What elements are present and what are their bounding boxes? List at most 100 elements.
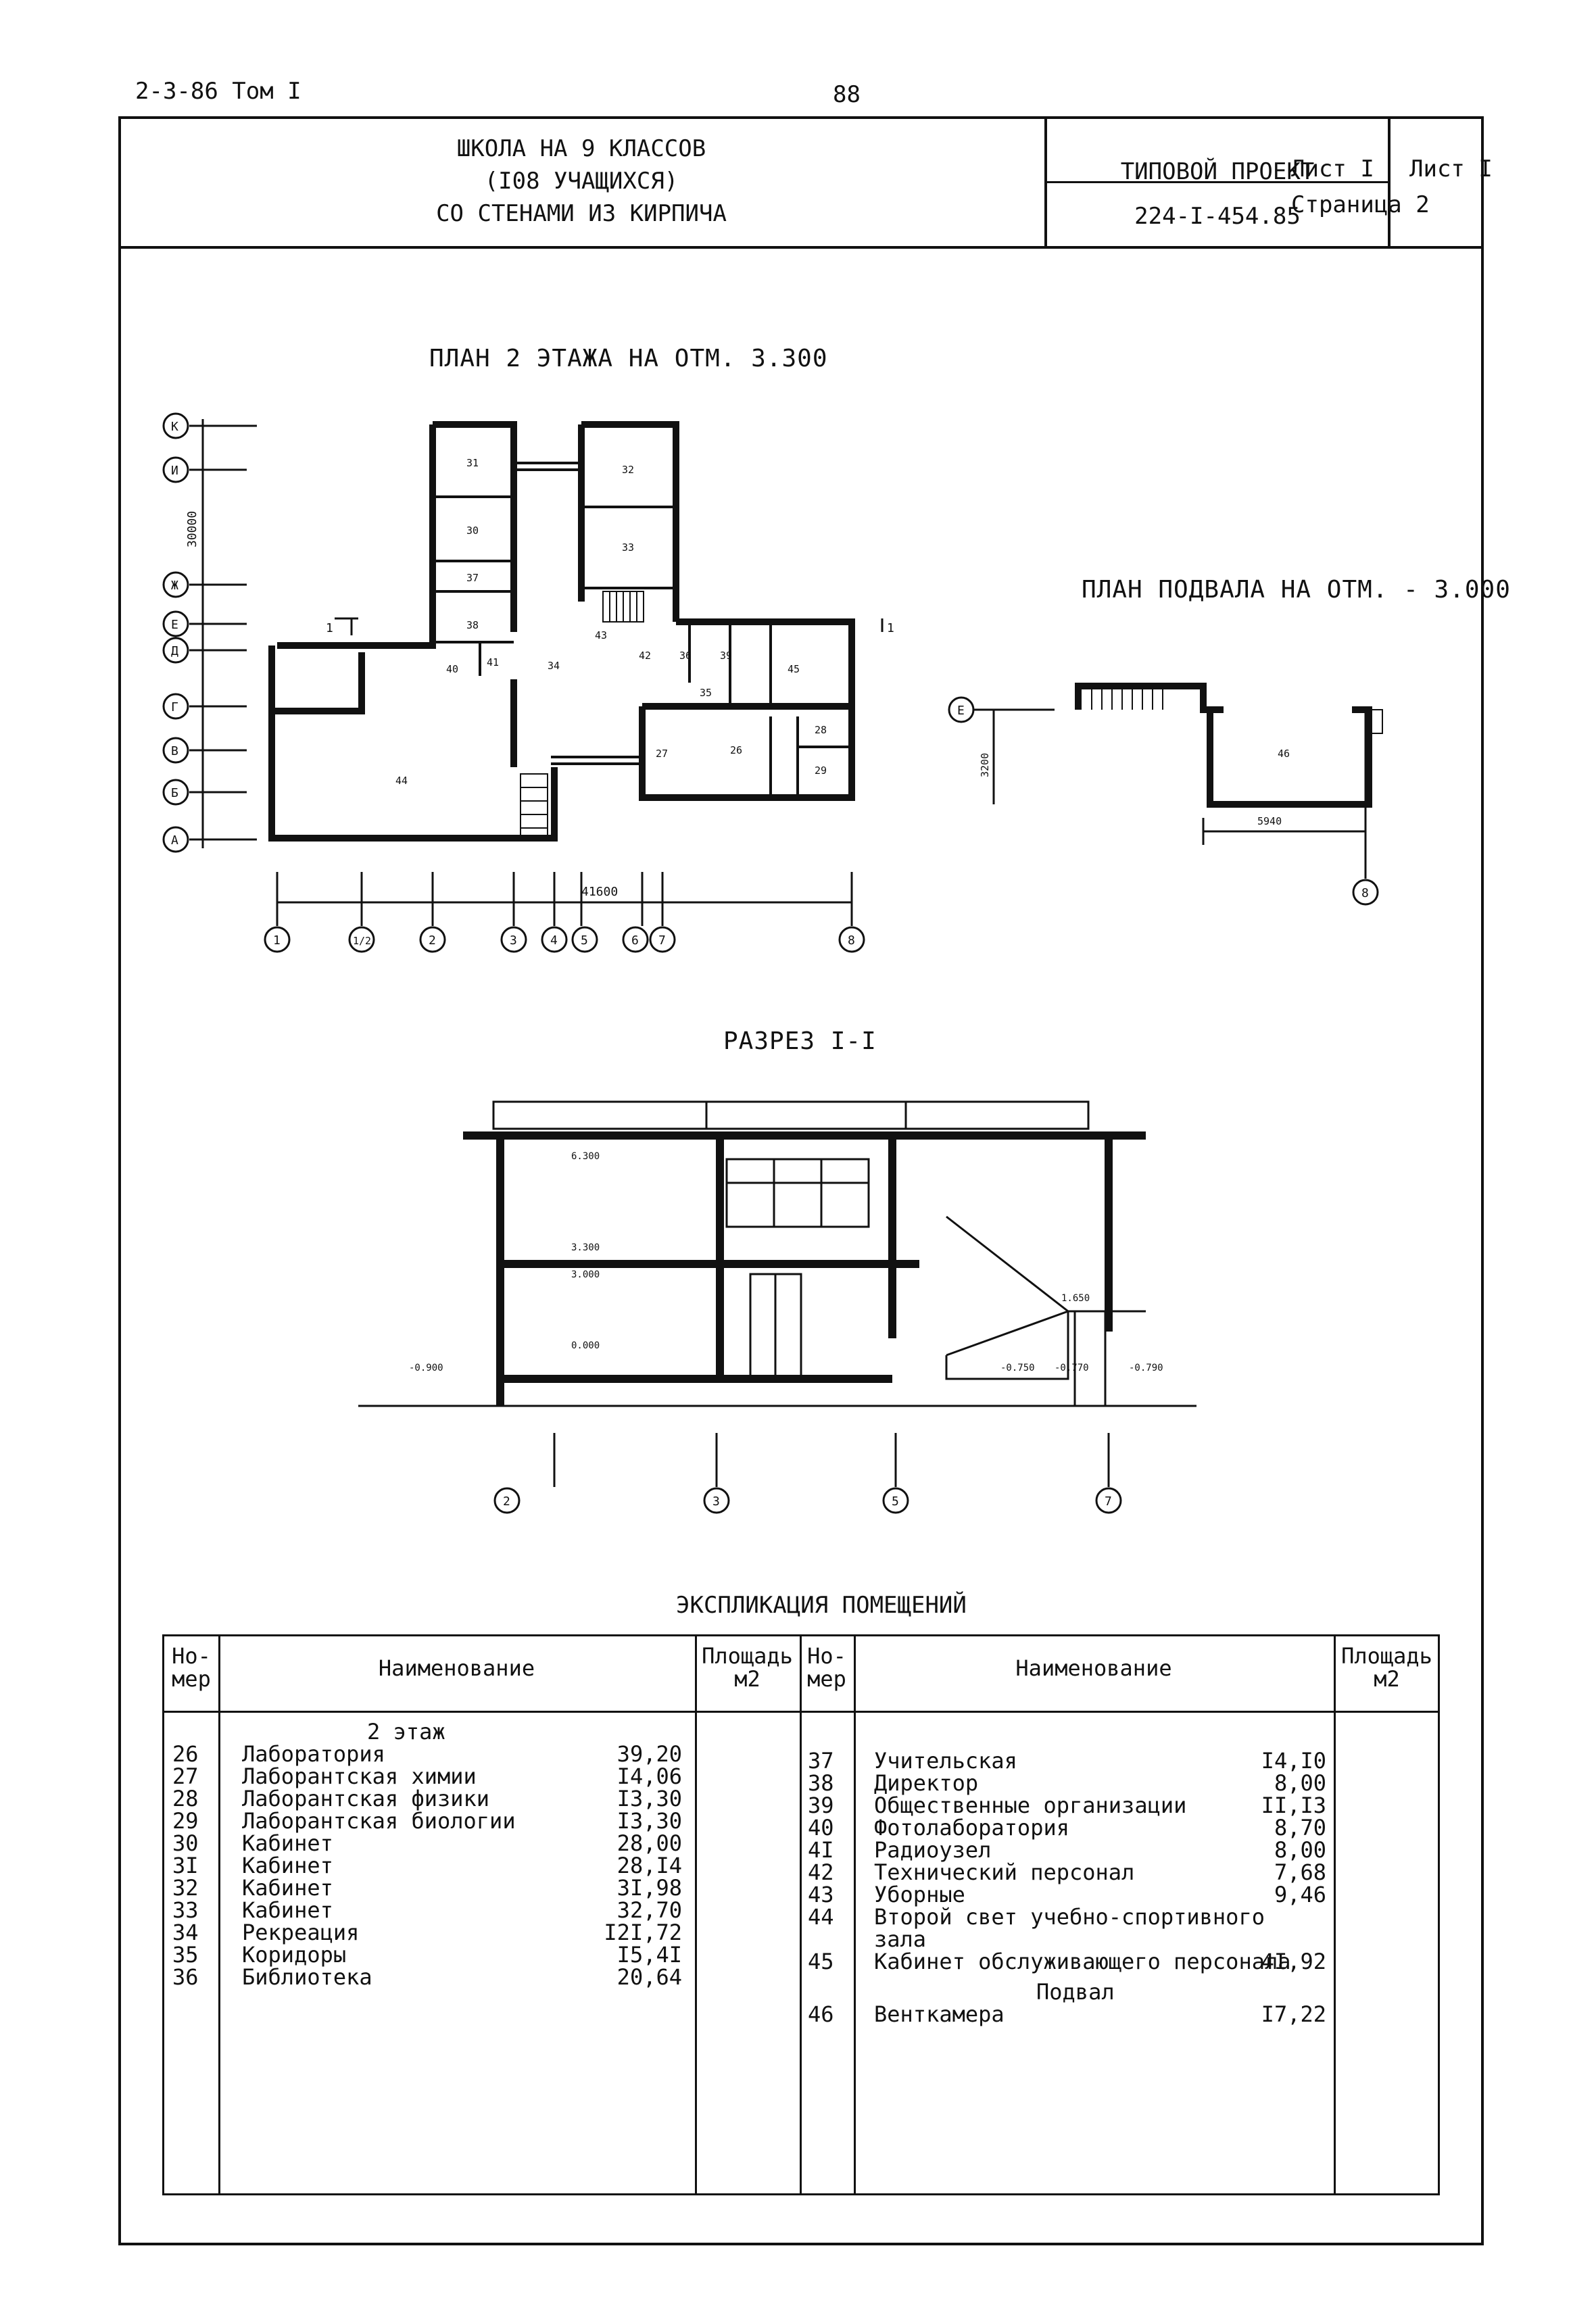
axis-label-8: 8 xyxy=(848,933,855,948)
row-name: Кабинет xyxy=(242,1853,333,1878)
group-label-floor2: 2 этаж xyxy=(367,1719,445,1745)
section-axis-7: 7 xyxy=(1105,1494,1112,1509)
axis-label-1: 1 xyxy=(273,933,281,948)
project-cell: ТИПОВОЙ ПРОЕКТ 224-I-454.85 xyxy=(1044,116,1388,246)
row-number: 36 xyxy=(172,1964,199,1990)
row-number: 29 xyxy=(172,1808,199,1834)
row-number: 40 xyxy=(808,1815,834,1841)
dim-vertical: 30000 xyxy=(185,511,199,547)
room-31: 31 xyxy=(466,457,479,469)
sheet-label: Лист I xyxy=(1409,155,1493,182)
row-name: Кабинет обслуживающего персонала xyxy=(874,1949,1291,1974)
room-27: 27 xyxy=(656,748,668,760)
page-label: Страница 2 xyxy=(1291,191,1430,218)
axis-label-G: Г xyxy=(171,700,178,714)
header-name-right: Наименование xyxy=(1015,1655,1172,1681)
row-area: 8,00 xyxy=(1274,1770,1326,1796)
row-number: 27 xyxy=(172,1763,199,1789)
sheet-label-2: Лист I xyxy=(1291,155,1374,182)
row-number: 38 xyxy=(808,1770,834,1796)
axis-label-7: 7 xyxy=(658,933,666,948)
room-33: 33 xyxy=(622,541,634,554)
level-minus-0770: -0.770 xyxy=(1055,1363,1089,1373)
room-26: 26 xyxy=(730,744,742,756)
row-number: 44 xyxy=(808,1904,834,1930)
room-30: 30 xyxy=(466,525,479,537)
row-number: 39 xyxy=(808,1793,834,1818)
explication-title: ЭКСПЛИКАЦИЯ ПОМЕЩЕНИЙ xyxy=(676,1592,967,1619)
row-number: 45 xyxy=(808,1949,834,1974)
room-32: 32 xyxy=(622,464,634,476)
basement-axis-E: Е xyxy=(957,704,965,718)
room-37: 37 xyxy=(466,572,479,584)
row-number: 37 xyxy=(808,1748,834,1774)
room-39: 39 xyxy=(720,650,732,662)
row-name: Лаборантская биологии xyxy=(242,1808,516,1834)
row-area: 32,70 xyxy=(616,1897,682,1923)
basement-caption: ПЛАН ПОДВАЛА НА ОТМ. - 3.000 xyxy=(1082,576,1511,604)
level-minus-0900: -0.900 xyxy=(409,1363,443,1373)
section-mark-right: 1 xyxy=(887,621,894,635)
plan2-caption: ПЛАН 2 ЭТАЖА НА ОТМ. 3.300 xyxy=(429,345,828,372)
room-44: 44 xyxy=(395,775,408,787)
section-I-I: 6.300 3.300 3.000 0.000 -0.900 1.650 -0.… xyxy=(358,1100,1196,1514)
row-area: 39,20 xyxy=(616,1741,682,1767)
row-name: Библиотека xyxy=(242,1964,372,1990)
drawing-frame xyxy=(118,116,1484,2245)
axis-label-6: 6 xyxy=(631,933,639,948)
row-number: 30 xyxy=(172,1830,199,1856)
dim-horizontal: 41600 xyxy=(581,885,618,899)
level-minus-0750: -0.750 xyxy=(1000,1363,1035,1373)
sheet-cell: Лист I xyxy=(1388,116,1493,246)
level-6300: 6.300 xyxy=(571,1151,600,1162)
row-area: 3I,98 xyxy=(616,1875,682,1901)
project-number: 224-I-454.85 xyxy=(1134,203,1301,230)
axis-label-5: 5 xyxy=(581,933,588,948)
row-area: 20,64 xyxy=(616,1964,682,1990)
row-number: 42 xyxy=(808,1859,834,1885)
room-45: 45 xyxy=(788,663,800,675)
room-43: 43 xyxy=(595,629,607,641)
room-42: 42 xyxy=(639,650,651,662)
row-number: 34 xyxy=(172,1920,199,1945)
axis-label-2: 2 xyxy=(429,933,436,948)
page-number: 88 xyxy=(833,81,861,108)
row-name: Фотолаборатория xyxy=(874,1815,1069,1841)
floor-plan-2: К И Ж Е Д Г В Б А 1 1/2 2 3 4 5 6 7 8 41… xyxy=(162,412,894,953)
axis-label-D: Д xyxy=(171,644,178,658)
row-name: Лаборатория xyxy=(242,1741,385,1767)
room-28: 28 xyxy=(815,724,827,736)
room-36: 36 xyxy=(679,650,692,662)
room-40: 40 xyxy=(446,663,458,675)
row-name: Общественные организации xyxy=(874,1793,1187,1818)
row-area: 28,00 xyxy=(616,1830,682,1856)
basement-room-46: 46 xyxy=(1278,748,1290,760)
row-number: 26 xyxy=(172,1741,199,1767)
row-name: Лаборантская химии xyxy=(242,1763,477,1789)
row-area: II,I3 xyxy=(1261,1793,1326,1818)
section-axis-5: 5 xyxy=(892,1494,899,1509)
row-number: 46 xyxy=(808,2001,834,2027)
row-area: 8,00 xyxy=(1274,1837,1326,1863)
row-name: зала xyxy=(874,1926,927,1952)
room-38: 38 xyxy=(466,619,479,631)
level-3300: 3.300 xyxy=(571,1242,600,1253)
axis-label-Zh: Ж xyxy=(171,579,178,593)
row-name: Лаборантская физики xyxy=(242,1786,490,1811)
row-name: Кабинет xyxy=(242,1875,333,1901)
row-number: 3I xyxy=(172,1853,199,1878)
header-num-right: Но-мер xyxy=(807,1643,846,1692)
title-line-3: СО СТЕНАМИ ИЗ КИРПИЧА xyxy=(436,200,727,227)
axis-label-B: Б xyxy=(171,786,178,800)
title-line-1: ШКОЛА НА 9 КЛАССОВ xyxy=(456,135,706,162)
axis-label-1-2: 1/2 xyxy=(353,935,371,947)
header-name-left: Наименование xyxy=(378,1655,535,1681)
row-number: 32 xyxy=(172,1875,199,1901)
room-34: 34 xyxy=(548,660,560,672)
row-name: Технический персонал xyxy=(874,1859,1135,1885)
section-mark-left: 1 xyxy=(326,621,333,635)
basement-axis-8: 8 xyxy=(1361,886,1369,900)
